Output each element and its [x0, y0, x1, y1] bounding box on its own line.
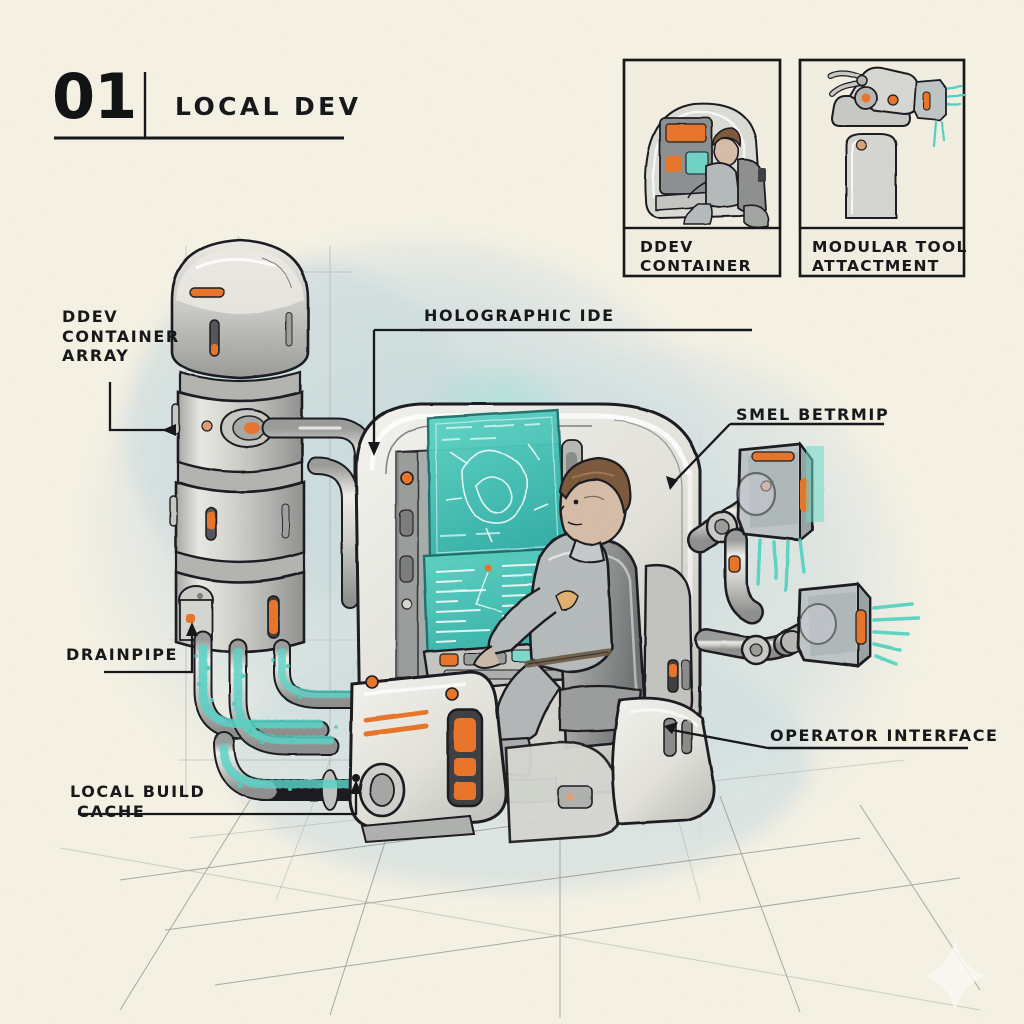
callout-local-build-cache: LOCAL BUILD CACHE	[70, 782, 206, 821]
callout-ddev-container-array: DDEV CONTAINER ARRAY	[62, 307, 180, 366]
inset-caption-modular-tool-attactment: MODULAR TOOL ATTACTMENT	[812, 238, 968, 276]
callout-drainpipe: DRAINPIPE	[66, 645, 179, 664]
section-number: 01	[52, 60, 137, 133]
page-title: LOCAL DEV	[175, 92, 362, 121]
inset-caption-ddev-container: DDEV CONTAINER	[640, 238, 752, 276]
callout-smel-betrmip: SMEL BETRMIP	[736, 405, 890, 424]
callout-holographic-ide: HOLOGRAPHIC IDE	[424, 306, 615, 325]
callout-operator-interface: OPERATOR INTERFACE	[770, 726, 999, 745]
